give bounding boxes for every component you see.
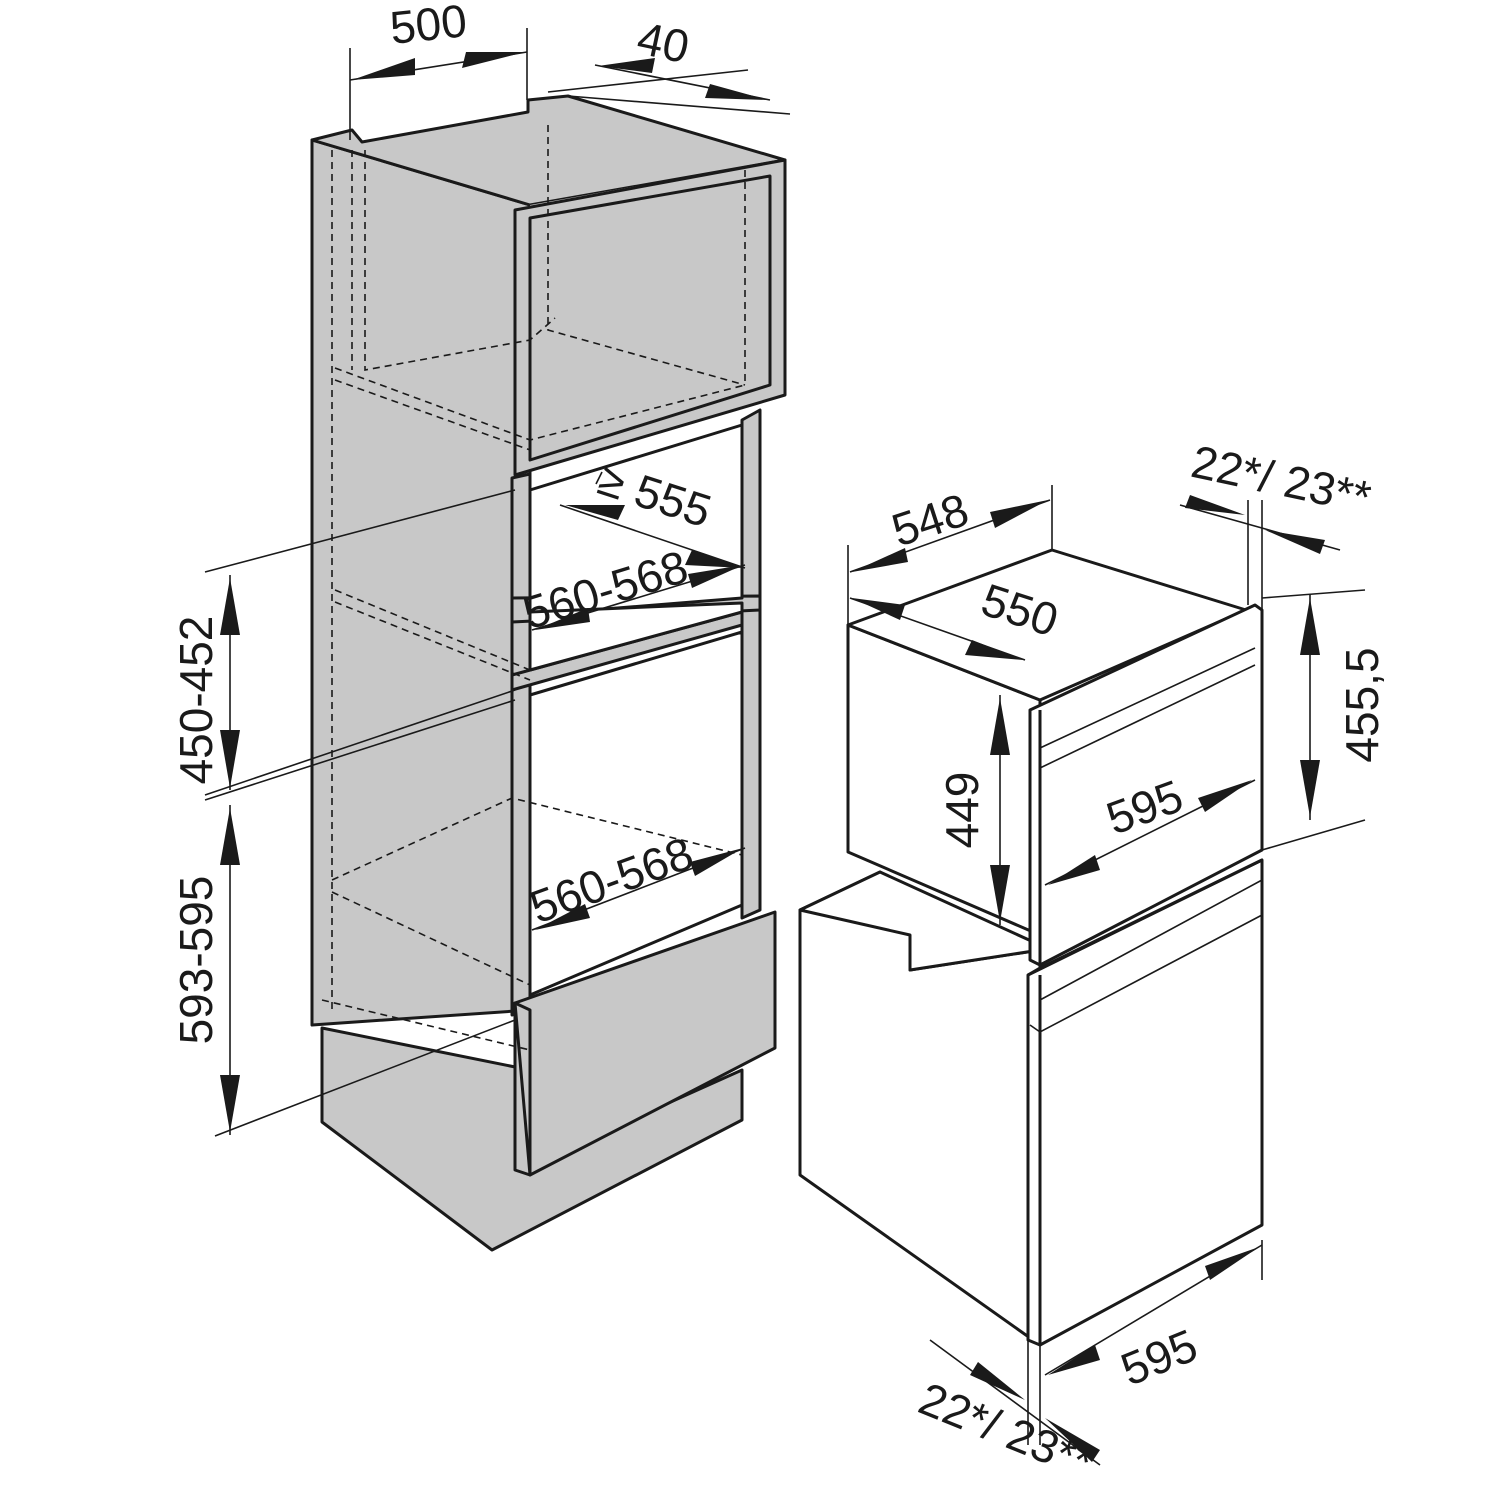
built-in-appliance	[798, 485, 1366, 1445]
niche-upper-opening	[528, 423, 744, 617]
cabinet-base-front	[513, 910, 777, 1177]
tall-cabinet	[204, 28, 791, 1252]
dim-niche-height-lower: 593-595	[170, 876, 222, 1045]
cabinet-left-stile	[510, 472, 532, 1017]
niche-lower-opening	[528, 630, 744, 997]
dim-cabinet-top-width: 500	[387, 0, 469, 54]
dim-body-height: 449	[936, 772, 988, 849]
cabinet-right-stile	[740, 408, 762, 920]
cabinet-upper-front	[513, 158, 787, 477]
dim-lower-width: 595	[1114, 1319, 1205, 1396]
dim-appliance-width: 548	[886, 483, 975, 556]
dim-cabinet-top-depth: 40	[633, 12, 694, 74]
dim-niche-height-upper: 450-452	[170, 616, 222, 785]
dimension-labels: 500 40 ≥ 555 560-568 560-568 450-452 593…	[170, 0, 1388, 1488]
cabinet-upper-opening-edge	[528, 174, 772, 462]
cabinet-base-top-edge	[513, 1001, 532, 1177]
cabinet-side-panel	[310, 138, 532, 1027]
dim-front-height: 455,5	[1336, 647, 1388, 762]
dimension-arrows	[220, 51, 1341, 1466]
